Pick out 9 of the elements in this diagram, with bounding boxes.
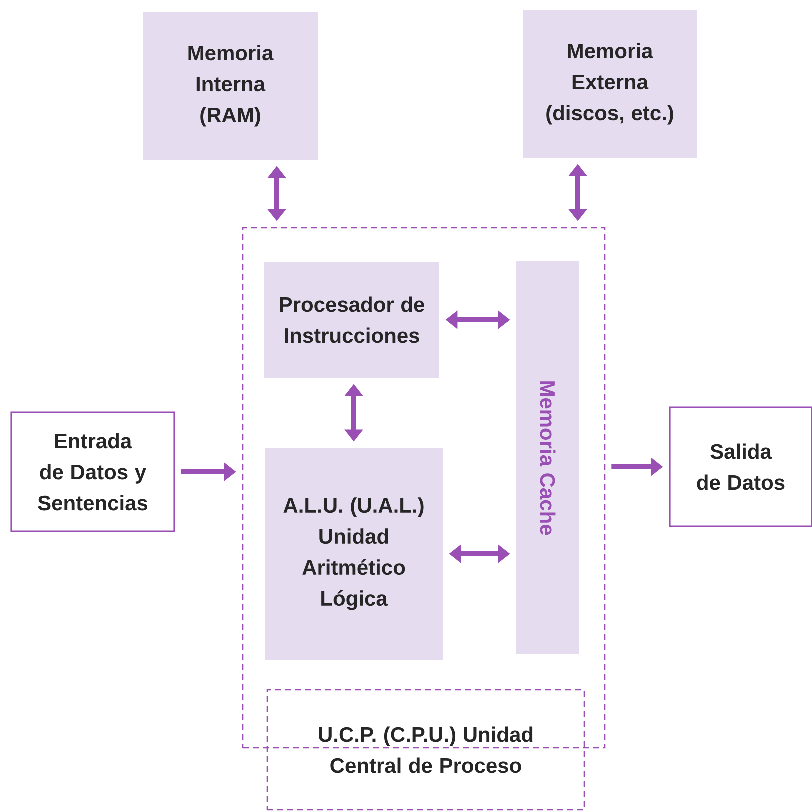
dashed-box xyxy=(242,227,606,749)
process-box: Memoria Interna (RAM) xyxy=(143,12,318,160)
io-box: Entrada de Datos y Sentencias xyxy=(10,412,176,532)
process-box: Procesador de Instrucciones xyxy=(264,262,440,378)
io-box: Salida de Datos xyxy=(669,406,812,528)
cache-bar: Memoria Cache xyxy=(516,262,580,654)
dashed-box: U.C.P. (C.P.U.) Unidad Central de Proceso xyxy=(266,689,586,811)
process-box: A.L.U. (U.A.L.) Unidad Aritmético Lógica xyxy=(265,448,443,660)
process-box: Memoria Externa (discos, etc.) xyxy=(523,10,697,158)
